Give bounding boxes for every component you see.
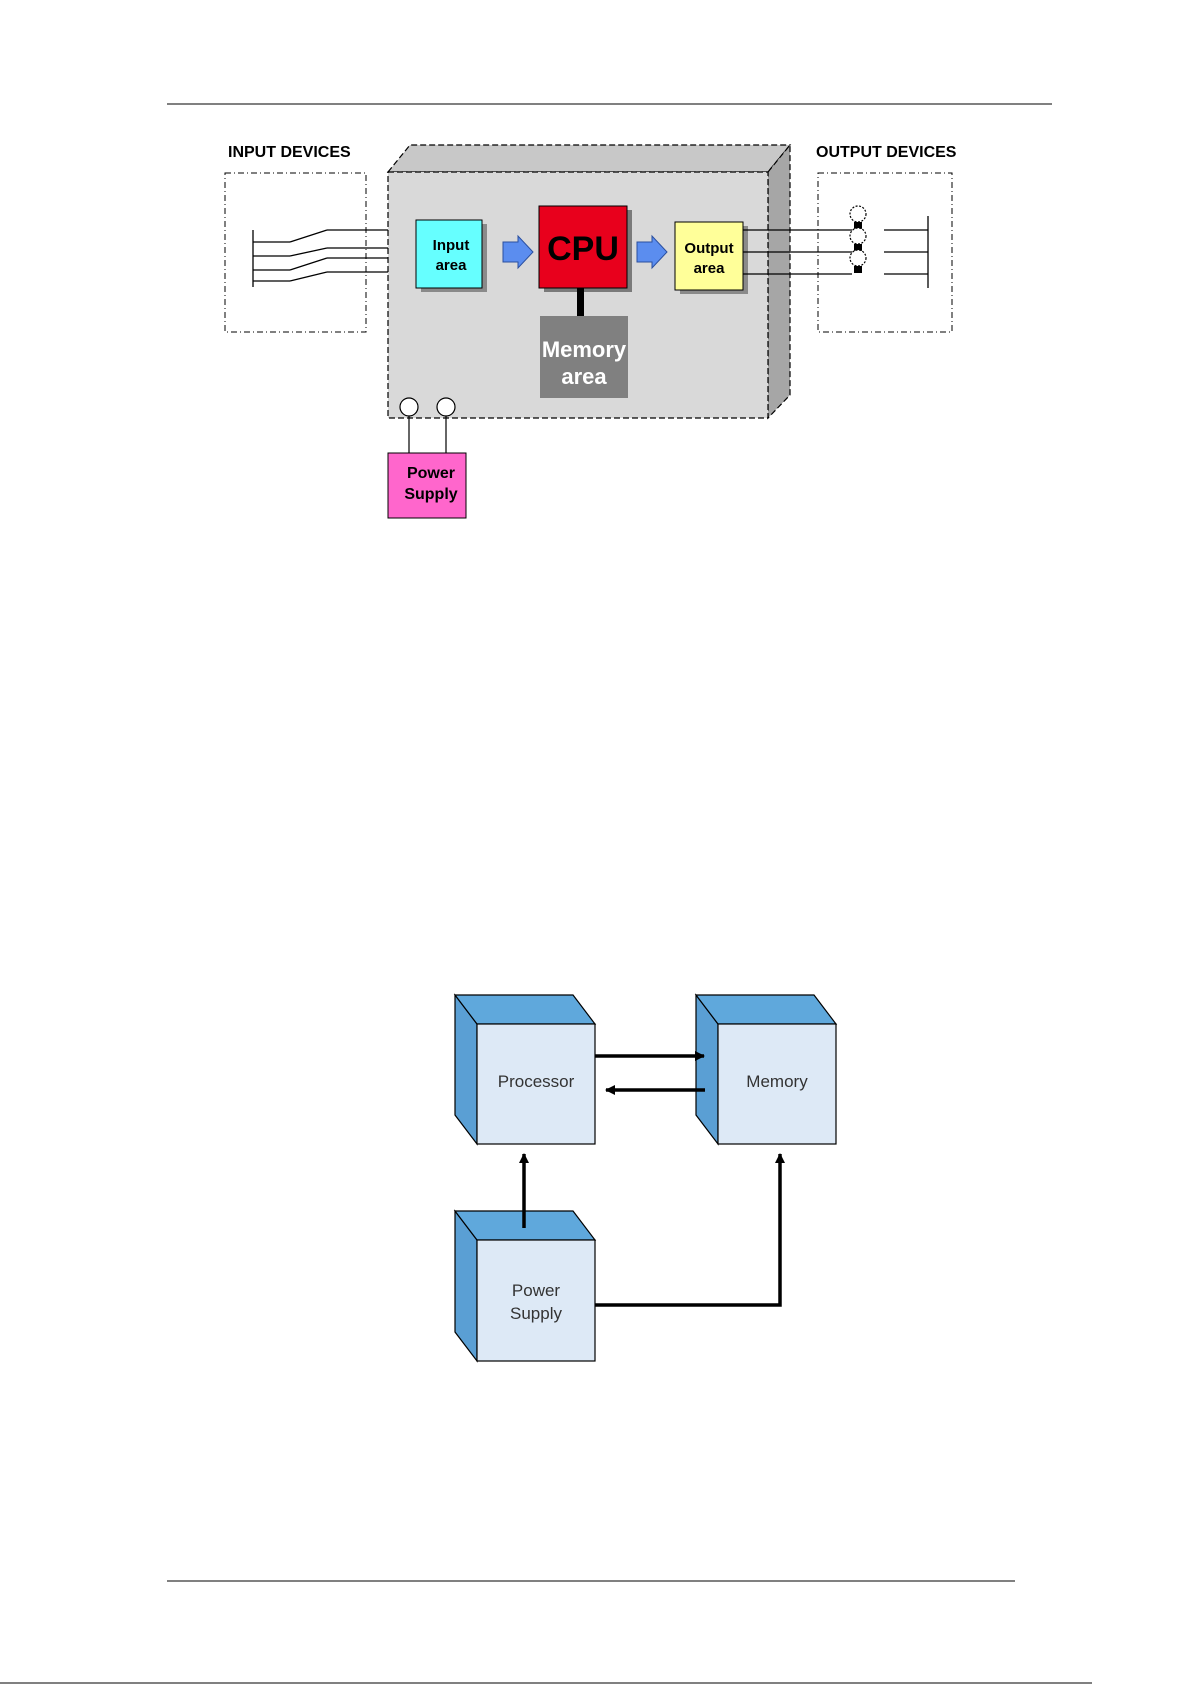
memory-area-line1: Memory: [542, 337, 627, 362]
lamp-icon: [850, 228, 866, 251]
output-devices-label: OUTPUT DEVICES: [816, 144, 957, 161]
input-area-line2: area: [436, 257, 468, 274]
input-devices-box: [225, 173, 366, 332]
power-terminal: [400, 398, 418, 416]
arrow-power-to-memory: [595, 1154, 780, 1305]
lamp-icon: [850, 250, 866, 273]
computer-power-supply-box: Power Supply: [455, 1211, 595, 1361]
computer-diagram: Processor Memory Power Supply: [455, 995, 836, 1361]
input-area-block: [416, 220, 482, 288]
memory-box: Memory: [696, 995, 836, 1144]
input-devices-label: INPUT DEVICES: [228, 144, 351, 161]
plc-power-supply-line2: Supply: [404, 486, 457, 503]
computer-power-supply-line1: Power: [512, 1281, 561, 1300]
cpu-label: CPU: [547, 230, 619, 268]
lamp-icon: [850, 206, 866, 229]
power-terminal: [437, 398, 455, 416]
processor-box: Processor: [455, 995, 595, 1144]
plc-diagram: INPUT DEVICES OUTPUT DEVICES: [225, 144, 957, 518]
memory-area-line2: area: [561, 364, 607, 389]
cpu-memory-link: [577, 288, 584, 316]
input-area-line1: Input: [433, 237, 470, 254]
output-area-line1: Output: [684, 240, 733, 257]
output-area-line2: area: [694, 260, 726, 277]
processor-label: Processor: [498, 1072, 575, 1091]
plc-power-supply-line1: Power: [407, 465, 455, 482]
computer-power-supply-line2: Supply: [510, 1304, 562, 1323]
memory-label: Memory: [746, 1072, 808, 1091]
